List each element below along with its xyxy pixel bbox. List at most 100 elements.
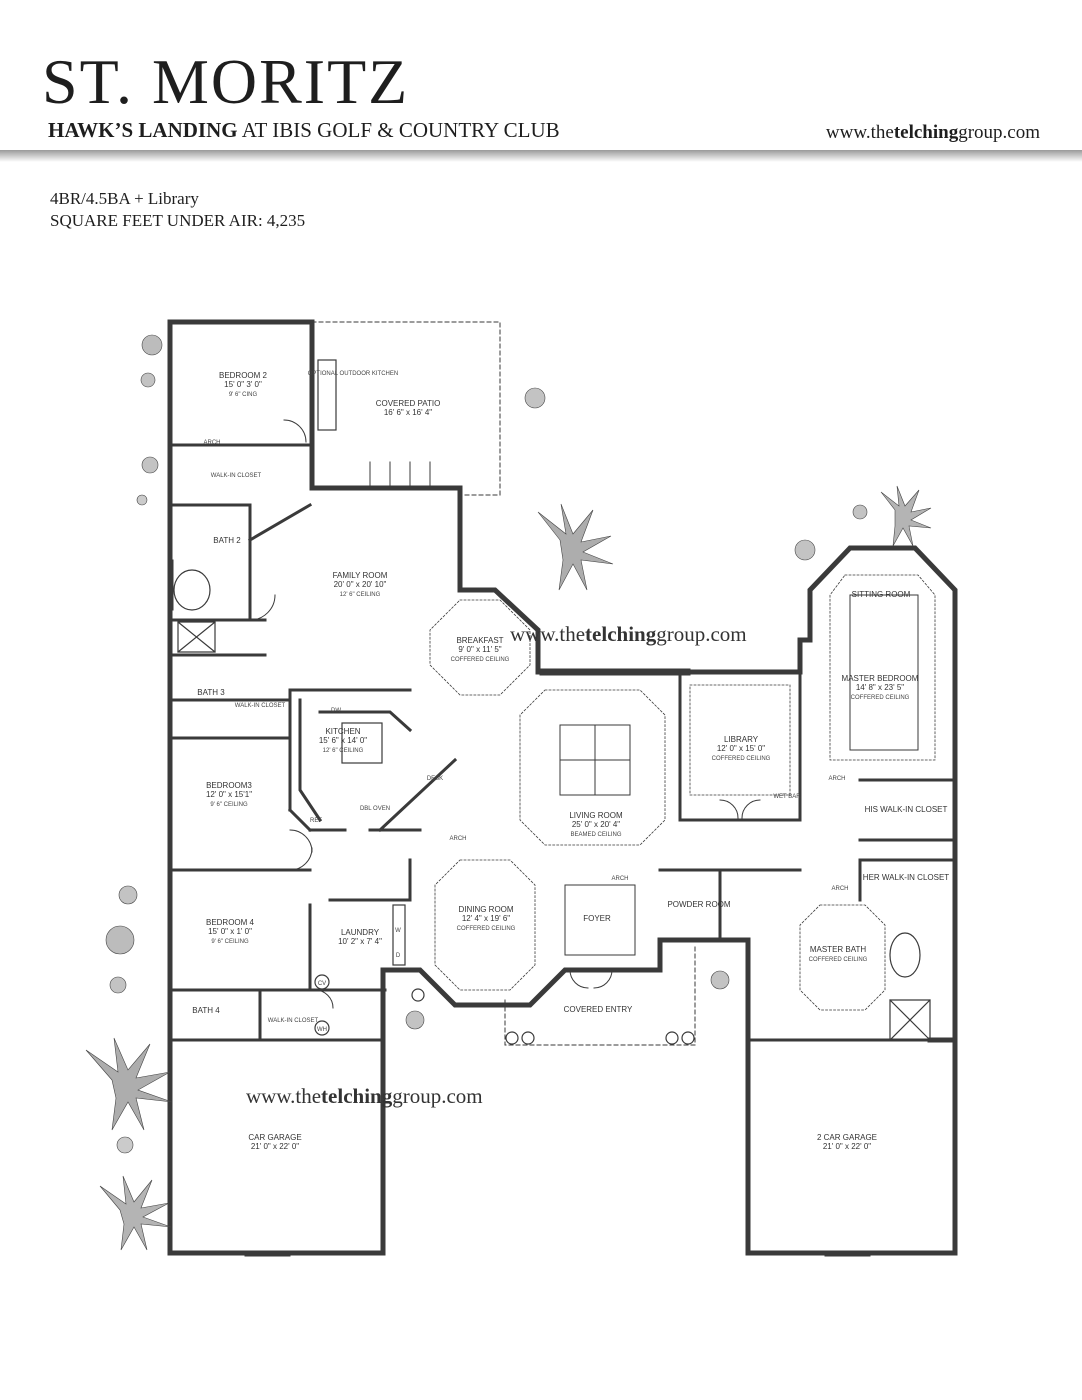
watermark-brand: telching [321,1084,393,1108]
wet-bar-label: WET BAR [773,794,801,800]
breakfast-dims: 9' 0" x 11' 5" [458,645,501,654]
room-master-bath: MASTER BATH COFFERED CEILING [809,945,868,963]
subtitle: HAWK’S LANDING AT IBIS GOLF & COUNTRY CL… [48,118,560,143]
sitting-room-name: SITTING ROOM [852,590,911,599]
fixture-labels: OPTIONAL OUTDOOR KITCHEN WALK-IN CLOSET … [203,371,848,1033]
watermark-brand: telching [585,622,657,646]
arch-label-foyer: ARCH [611,876,628,882]
master-bedroom-name: MASTER BEDROOM [842,674,919,683]
bedroom2-note: 9' 6" CING [229,392,258,398]
shrub-south [116,970,730,1154]
cv-label: CV [318,981,326,987]
room-labels: BEDROOM 215' 0" 3' 0" 9' 6" CING COVERED P… [192,371,949,1151]
bedroom4-name: BEDROOM 4 [206,918,255,927]
watermark-prefix: www.the [246,1084,322,1108]
ceiling-inner [559,594,919,956]
room-his-closet: HIS WALK-IN CLOSET [865,805,948,814]
dryer-label: D [396,953,401,959]
room-bath3: BATH 3 [197,688,225,697]
living-room-note: BEAMED CEILING [570,832,621,838]
room-covered-entry: COVERED ENTRY [564,1005,633,1014]
doors [249,419,761,1009]
room-bedroom2: BEDROOM 215' 0" 3' 0" 9' 6" CING [219,371,268,398]
car-garage-name: CAR GARAGE [248,1133,301,1142]
kitchen-note: 12' 6" CEILING [323,748,364,754]
walkin-closet-b4-label: WALK-IN CLOSET [268,1018,319,1024]
bedroom2-name: BEDROOM 2 [219,371,268,380]
bath4-name: BATH 4 [192,1006,220,1015]
exterior-walls [167,319,958,1256]
dw-label: DW [331,708,341,714]
dining-room-name: DINING ROOM [458,905,513,914]
two-car-garage-name: 2 CAR GARAGE [817,1133,877,1142]
arch-label-bed2: ARCH [203,440,220,446]
master-bath-name: MASTER BATH [810,945,867,954]
family-room-name: FAMILY ROOM [333,571,388,580]
bath2-name: BATH 2 [213,536,241,545]
url-suffix: group.com [958,122,1040,143]
bath3-name: BATH 3 [197,688,225,697]
shrub-w [136,456,159,506]
covered-patio-outline [311,321,696,1046]
watermark-lower: www.thetelchinggroup.com [246,1084,483,1109]
arch-label-dining: ARCH [449,836,466,842]
shrub-west [105,885,138,994]
ceiling-details [429,574,936,1011]
dining-room-dims: 12' 4" x 19' 6" [462,914,510,923]
master-bedroom-dims: 14' 8" x 23' 5" [856,683,904,692]
living-room-dims: 25' 0" x 20' 4" [572,820,620,829]
master-bath-note: COFFERED CEILING [809,957,868,963]
covered-patio-dims: 16' 6" x 16' 4" [384,408,432,417]
breakfast-note: COFFERED CEILING [451,657,510,663]
shrub-patio [524,387,546,409]
breakfast-name: BREAKFAST [456,636,503,645]
subtitle-community: HAWK’S LANDING [48,118,238,142]
header-divider [0,150,1082,162]
room-bath4: BATH 4 [192,1006,220,1015]
watermark-prefix: www.the [510,622,586,646]
laundry-name: LAUNDRY [341,928,380,937]
subtitle-club: AT IBIS GOLF & COUNTRY CLUB [237,118,560,142]
bedroom3-note: 9' 6" CEILING [210,802,248,808]
url-prefix: www.the [825,122,894,143]
bedroom4-dims: 15' 0" x 1' 0" [208,927,252,936]
walkin-closet-b3-label: WALK-IN CLOSET [235,703,286,709]
covered-patio-name: COVERED PATIO [376,399,441,408]
family-room-note: 12' 6" CEILING [340,592,381,598]
bedroom3-dims: 12' 0" x 15'1" [206,790,252,799]
palm-sw [85,1037,173,1131]
living-room-name: LIVING ROOM [569,811,623,820]
ref-label: REF [310,818,322,824]
palm-center [537,503,614,591]
library-name: LIBRARY [724,735,759,744]
landscaping [85,334,932,1251]
arch-label-master: ARCH [828,776,845,782]
family-room-dims: 20' 0" x 20' 10" [334,580,387,589]
desk-label: DESK [427,776,443,782]
website-link[interactable]: www.thetelchinggroup.com [826,122,1040,144]
room-bedroom4: BEDROOM 415' 0" x 1' 0"9' 6" CEILING [206,918,255,945]
watermark-suffix: group.com [392,1084,483,1108]
watermark-upper: www.thetelchinggroup.com [510,622,747,647]
walkin-closet-b2-label: WALK-IN CLOSET [211,473,262,479]
her-closet-name: HER WALK-IN CLOSET [863,873,949,882]
covered-entry-name: COVERED ENTRY [564,1005,633,1014]
watermark-suffix: group.com [656,622,747,646]
library-dims: 12' 0" x 15' 0" [717,744,765,753]
room-bath2: BATH 2 [213,536,241,545]
url-brand: telching [893,122,959,143]
bedroom2-dims: 15' 0" 3' 0" [224,380,262,389]
windows [167,319,906,1257]
bedroom3-name: BEDROOM3 [206,781,252,790]
page-title: ST. MORITZ [42,46,410,117]
